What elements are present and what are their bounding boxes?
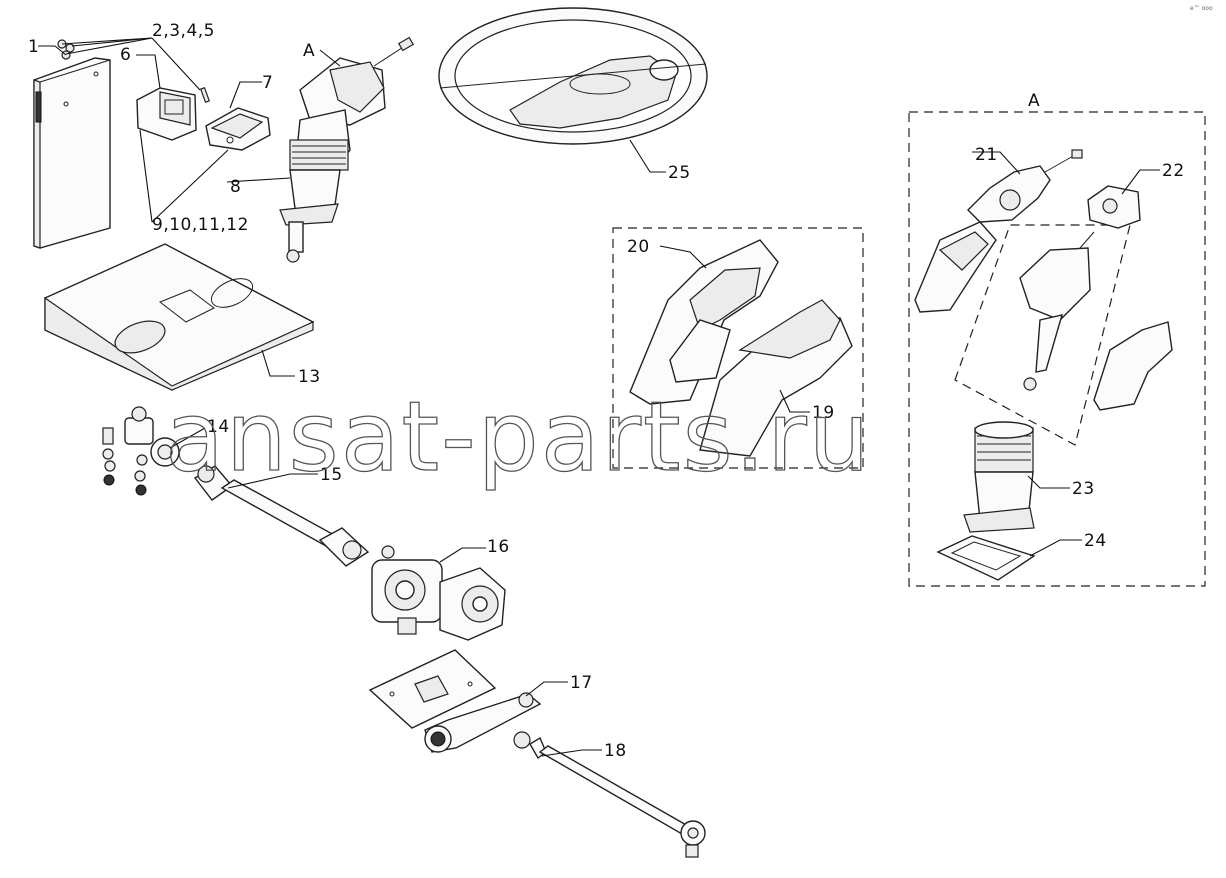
label-7: 7 (262, 73, 273, 93)
parts-19-20-shroud-group (612, 227, 864, 469)
part-17-pitman-arm (424, 692, 542, 753)
label-9-12: 9,10,11,12 (152, 215, 249, 235)
label-2-5: 2,3,4,5 (152, 21, 215, 41)
label-21: 21 (975, 145, 998, 165)
label-23: 23 (1072, 479, 1095, 499)
part-14-joint-assembly (102, 406, 180, 496)
gear-mounting-plate (368, 649, 497, 729)
label-detail-a-title: A (1028, 91, 1040, 111)
label-22: 22 (1162, 161, 1185, 181)
label-20: 20 (627, 237, 650, 257)
part-7-bracket (205, 107, 271, 151)
label-14: 14 (207, 417, 230, 437)
detail-a-box (908, 111, 1206, 587)
label-1: 1 (28, 37, 39, 57)
label-18: 18 (604, 741, 627, 761)
label-17: 17 (570, 673, 593, 693)
label-25: 25 (668, 163, 691, 183)
label-16: 16 (487, 537, 510, 557)
label-24: 24 (1084, 531, 1107, 551)
label-detail-ref-a: A (303, 41, 315, 61)
label-13: 13 (298, 367, 321, 387)
label-6: 6 (120, 45, 131, 65)
leader-lines (38, 37, 1160, 757)
part-16-steering-gear (371, 545, 506, 641)
corner-mark: e™ ooo (1190, 5, 1213, 12)
part-15-intermediate-shaft (193, 465, 370, 567)
label-15: 15 (320, 465, 343, 485)
part-1-panel (33, 57, 111, 249)
part-13-floor-plate (44, 243, 315, 391)
part-6-bracket (136, 87, 197, 141)
part-18-drag-link (513, 731, 706, 858)
label-8: 8 (230, 177, 241, 197)
watermark-text: ansat-parts.ru (165, 381, 872, 493)
label-19: 19 (812, 403, 835, 423)
part-25-steering-wheel (438, 7, 708, 145)
part-8-steering-column (279, 36, 415, 263)
callout-labels: 1 2,3,4,5 6 7 8 9,10,11,12 A 13 14 15 16… (28, 21, 1185, 761)
